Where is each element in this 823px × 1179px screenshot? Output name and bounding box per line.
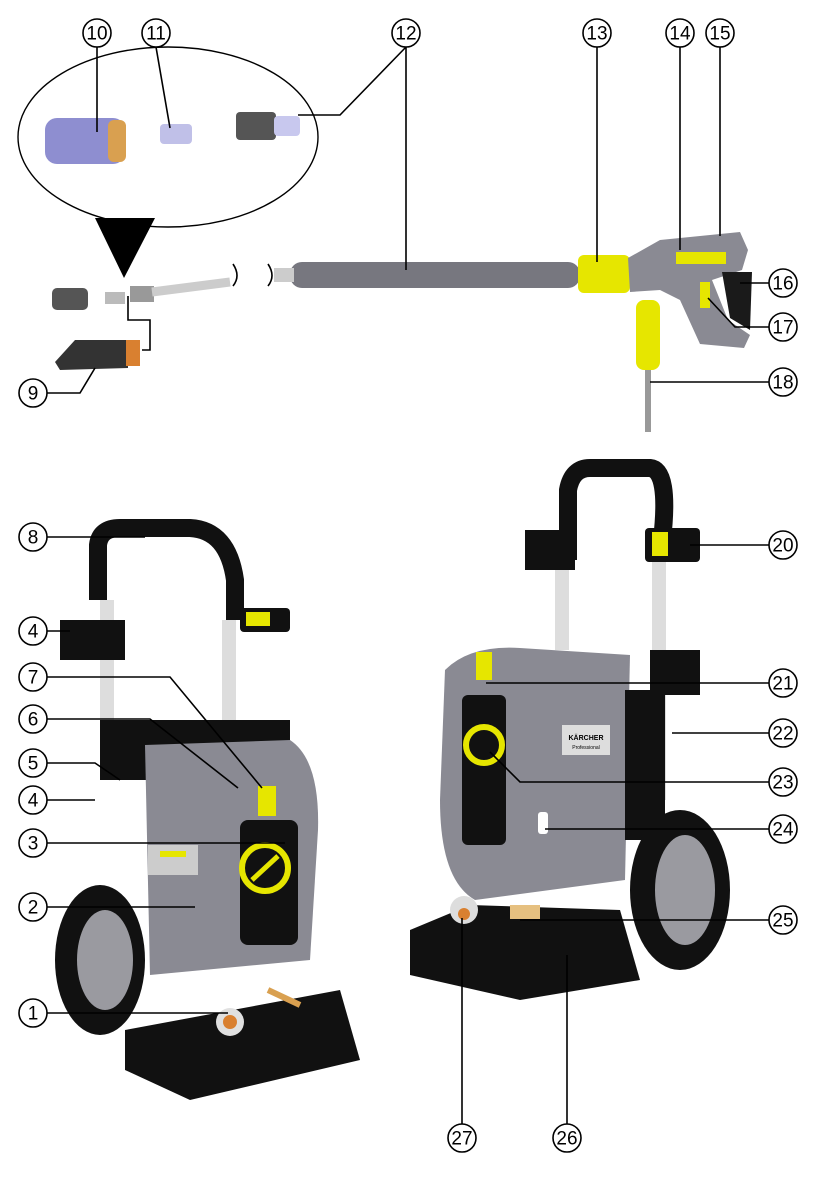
svg-text:13: 13	[586, 24, 607, 45]
brand-sub-label: Professional	[572, 745, 600, 751]
callout-17: 17	[768, 312, 798, 342]
gun-swivel	[636, 300, 660, 370]
svg-text:4: 4	[28, 791, 39, 812]
callout-2: 2	[18, 892, 48, 922]
lance-coupling-part	[236, 112, 300, 140]
detail-magnifier	[17, 46, 319, 228]
callout-11: 11	[141, 18, 171, 48]
callout-22: 22	[768, 718, 798, 748]
svg-text:6: 6	[28, 710, 39, 731]
svg-text:10: 10	[86, 24, 107, 45]
callout-27: 27	[447, 1123, 477, 1153]
callout-15: 15	[705, 18, 735, 48]
svg-text:5: 5	[28, 754, 39, 775]
callout-13: 13	[582, 18, 612, 48]
svg-text:17: 17	[772, 318, 793, 339]
callout-1: 1	[18, 998, 48, 1028]
svg-text:23: 23	[772, 773, 793, 794]
svg-text:9: 9	[28, 384, 39, 405]
svg-text:20: 20	[772, 536, 793, 557]
lance-yellow-collar	[578, 255, 630, 293]
svg-text:16: 16	[772, 274, 793, 295]
callout-25: 25	[768, 905, 798, 935]
detail-pointer-triangle	[95, 218, 155, 278]
svg-text:25: 25	[772, 911, 793, 932]
brand-plate	[562, 725, 610, 755]
brand-label: KÄRCHER	[569, 734, 604, 742]
svg-text:2: 2	[28, 898, 39, 919]
callout-12: 12	[391, 18, 421, 48]
machine-rear-view: KÄRCHER Professional	[410, 459, 730, 1000]
nozzle-cap-part	[45, 118, 126, 164]
callout-26: 26	[552, 1123, 582, 1153]
callout-20: 20	[768, 530, 798, 560]
svg-text:24: 24	[772, 820, 794, 841]
svg-text:8: 8	[28, 528, 39, 549]
svg-text:11: 11	[146, 24, 166, 45]
callout-5: 5	[18, 748, 48, 778]
callout-3: 3	[18, 828, 48, 858]
machine-front-view	[55, 519, 360, 1100]
svg-text:15: 15	[709, 24, 730, 45]
callout-7: 7	[18, 662, 48, 692]
svg-text:22: 22	[772, 724, 793, 745]
svg-text:27: 27	[451, 1129, 472, 1150]
callout-4-upper: 4	[18, 616, 48, 646]
callout-21: 21	[768, 668, 798, 698]
callout-9: 9	[18, 378, 48, 408]
svg-text:18: 18	[772, 373, 793, 394]
svg-text:21: 21	[772, 674, 793, 695]
svg-text:14: 14	[669, 24, 691, 45]
svg-text:4: 4	[28, 622, 39, 643]
callout-16: 16	[768, 268, 798, 298]
lance-tube	[290, 262, 580, 288]
callout-14: 14	[665, 18, 695, 48]
leader-lines	[47, 46, 769, 1124]
callout-8: 8	[18, 522, 48, 552]
svg-text:7: 7	[28, 668, 39, 689]
callout-4-lower: 4	[18, 785, 48, 815]
svg-text:1: 1	[28, 1004, 39, 1025]
callout-18: 18	[768, 367, 798, 397]
svg-text:12: 12	[395, 24, 416, 45]
callout-24: 24	[768, 814, 798, 844]
callout-10: 10	[82, 18, 112, 48]
rotary-nozzle-part	[55, 340, 140, 370]
nozzle-insert-part	[160, 124, 192, 144]
svg-text:3: 3	[28, 834, 39, 855]
callout-23: 23	[768, 767, 798, 797]
callout-6: 6	[18, 704, 48, 734]
svg-text:26: 26	[556, 1129, 577, 1150]
